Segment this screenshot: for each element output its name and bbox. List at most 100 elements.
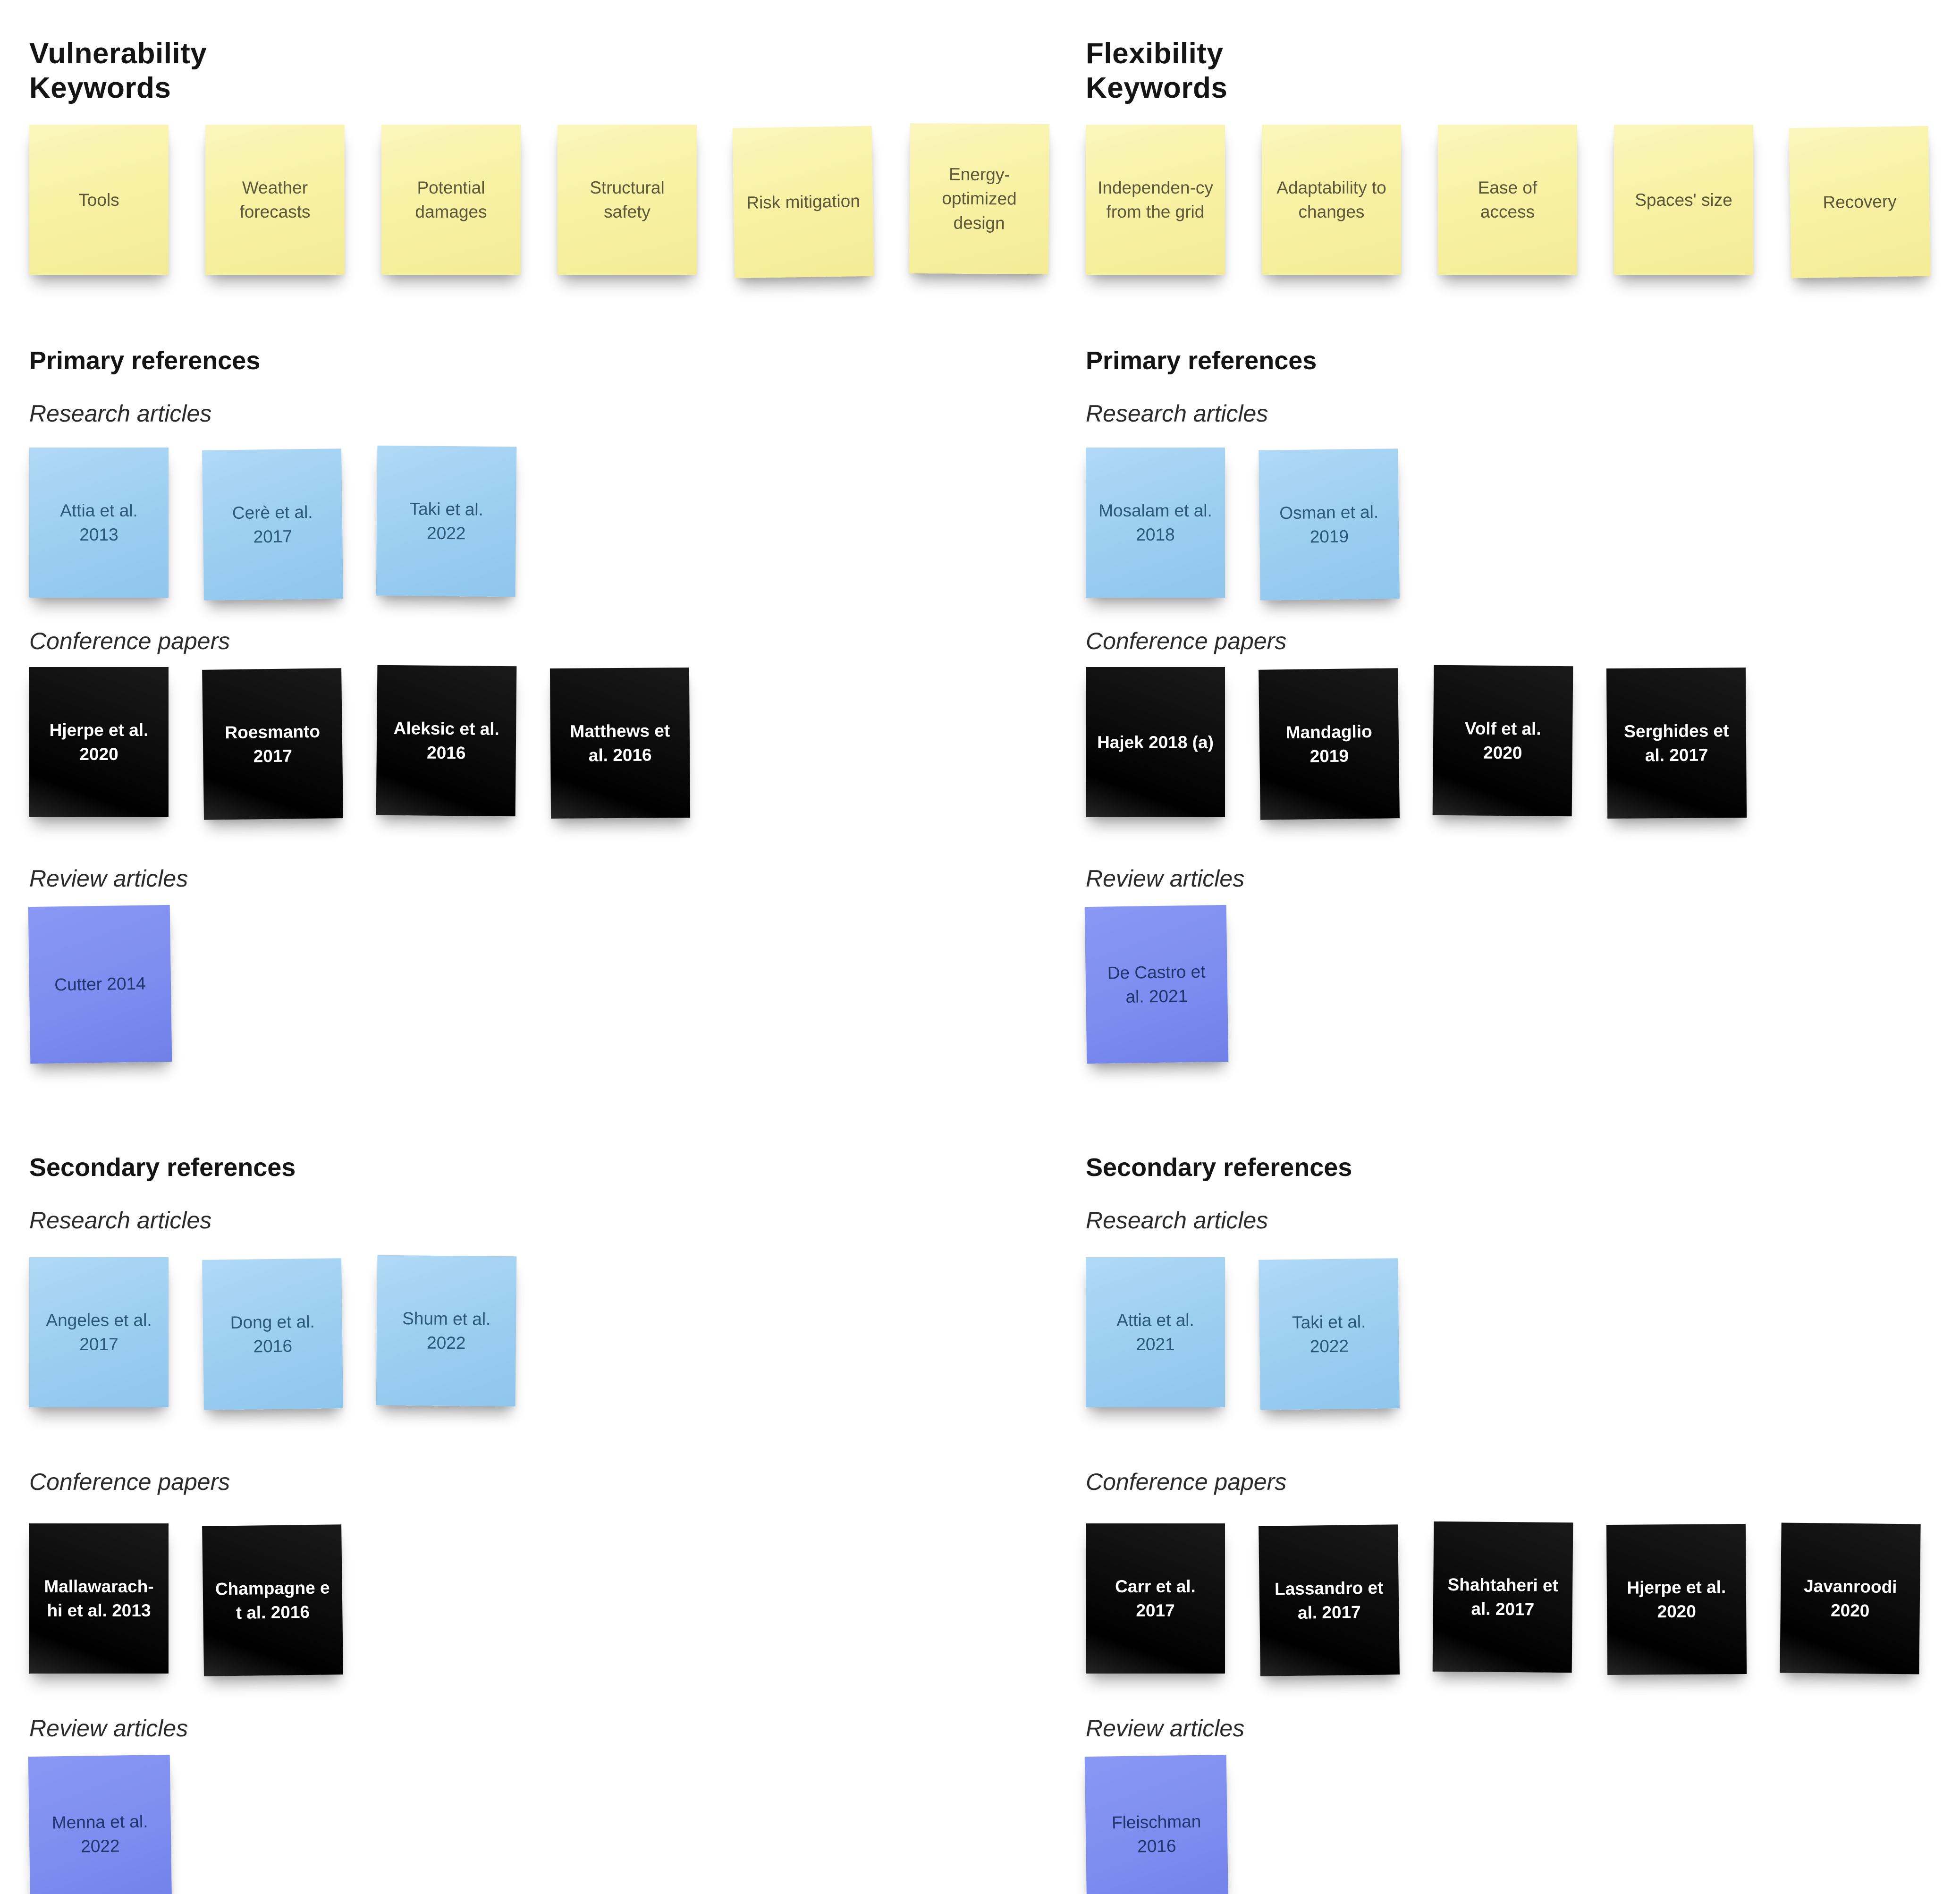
research-articles-label: Research articles bbox=[29, 400, 212, 427]
conference-papers-label: Conference papers bbox=[1086, 1469, 1287, 1496]
research-article-note[interactable]: Osman et al. 2019 bbox=[1259, 448, 1400, 600]
review-notes-row: Cutter 2014 bbox=[28, 905, 1068, 1064]
keyword-sticky-note[interactable]: Recovery bbox=[1789, 126, 1931, 279]
research-article-note[interactable]: Attia et al. 2013 bbox=[29, 448, 169, 598]
research-articles-label: Research articles bbox=[1086, 1207, 1268, 1234]
review-articles-label: Review articles bbox=[1086, 865, 1245, 892]
conference-paper-note[interactable]: Mallawarach-hi et al. 2013 bbox=[29, 1523, 169, 1674]
conference-note-label: Serghides et al. 2017 bbox=[1624, 721, 1729, 765]
research-article-note[interactable]: Mosalam et al. 2018 bbox=[1086, 448, 1225, 598]
conference-note-label: Mallawarach-hi et al. 2013 bbox=[44, 1577, 154, 1621]
conference-note-label: Hjerpe et al. 2020 bbox=[49, 720, 149, 764]
conference-note-label: Matthews et al. 2016 bbox=[570, 721, 670, 765]
keyword-note-label: Potential damages bbox=[415, 178, 487, 222]
research-article-note[interactable]: Taki et al. 2022 bbox=[1259, 1258, 1400, 1410]
research-notes-row: Attia et al. 2013 Cerè et al. 2017 Taki … bbox=[29, 445, 1068, 600]
primary-references-heading: Primary references bbox=[1086, 347, 1317, 375]
review-article-note[interactable]: Cutter 2014 bbox=[28, 905, 172, 1064]
conference-paper-note[interactable]: Serghides et al. 2017 bbox=[1606, 668, 1747, 819]
conference-paper-note[interactable]: Hjerpe et al. 2020 bbox=[1606, 1524, 1747, 1675]
keyword-sticky-note[interactable]: Tools bbox=[29, 125, 169, 275]
review-article-note[interactable]: Fleischman 2016 bbox=[1084, 1754, 1229, 1894]
conference-paper-note[interactable]: Shahtaheri et al. 2017 bbox=[1432, 1521, 1573, 1673]
review-articles-label: Review articles bbox=[29, 865, 188, 892]
keyword-sticky-note[interactable]: Structural safety bbox=[558, 125, 697, 275]
research-note-label: Dong et al. 2016 bbox=[230, 1311, 315, 1356]
conference-note-label: Volf et al. 2020 bbox=[1464, 719, 1541, 763]
research-note-label: Shum et al. 2022 bbox=[402, 1309, 491, 1353]
review-notes-row: Menna et al. 2022 bbox=[28, 1754, 1068, 1894]
conference-paper-note[interactable]: Volf et al. 2020 bbox=[1432, 665, 1573, 817]
research-note-label: Attia et al. 2021 bbox=[1116, 1311, 1194, 1354]
vulnerability-keywords-row: Tools Weather forecasts Potential damage… bbox=[29, 123, 1068, 279]
conference-paper-note[interactable]: Hajek 2018 (a) bbox=[1086, 667, 1225, 818]
research-note-label: Angeles et al. 2017 bbox=[46, 1311, 152, 1354]
research-articles-label: Research articles bbox=[1086, 400, 1268, 427]
conference-paper-note[interactable]: Javanroodi 2020 bbox=[1780, 1522, 1921, 1674]
research-note-label: Attia et al. 2013 bbox=[60, 501, 138, 545]
keyword-sticky-note[interactable]: Adaptability to changes bbox=[1262, 125, 1401, 275]
research-note-label: Osman et al. 2019 bbox=[1279, 502, 1379, 547]
conference-paper-note[interactable]: Hjerpe et al. 2020 bbox=[29, 667, 169, 818]
research-article-note[interactable]: Taki et al. 2022 bbox=[376, 445, 517, 597]
primary-references-heading: Primary references bbox=[29, 347, 261, 375]
research-article-note[interactable]: Attia et al. 2021 bbox=[1086, 1257, 1225, 1408]
conference-note-label: Javanroodi 2020 bbox=[1803, 1576, 1897, 1621]
review-articles-label: Review articles bbox=[29, 1715, 188, 1742]
conference-notes-row: Carr et al. 2017 Lassandro et al. 2017 S… bbox=[1086, 1521, 1950, 1676]
keyword-note-label: Spaces' size bbox=[1635, 190, 1732, 210]
conference-note-label: Lassandro et al. 2017 bbox=[1274, 1578, 1384, 1623]
conference-paper-note[interactable]: Mandaglio 2019 bbox=[1259, 668, 1400, 820]
review-notes-row: Fleischman 2016 bbox=[1084, 1754, 1950, 1894]
review-article-note[interactable]: Menna et al. 2022 bbox=[28, 1754, 172, 1894]
conference-paper-note[interactable]: Lassandro et al. 2017 bbox=[1259, 1524, 1400, 1676]
research-article-note[interactable]: Cerè et al. 2017 bbox=[202, 448, 343, 600]
vulnerability-secondary-section: Secondary references Research articles A… bbox=[28, 1152, 1068, 1894]
keyword-note-label: Recovery bbox=[1823, 192, 1897, 212]
vulnerability-column-title: Vulnerability Keywords bbox=[29, 36, 1068, 105]
research-note-label: Cerè et al. 2017 bbox=[232, 502, 313, 547]
keyword-sticky-note[interactable]: Risk mitigation bbox=[732, 126, 874, 279]
review-note-label: Menna et al. 2022 bbox=[51, 1811, 148, 1856]
conference-paper-note[interactable]: Champagne e t al. 2016 bbox=[202, 1524, 343, 1676]
conference-note-label: Shahtaheri et al. 2017 bbox=[1447, 1574, 1559, 1619]
conference-note-label: Mandaglio 2019 bbox=[1285, 721, 1372, 766]
keyword-sticky-note[interactable]: Spaces' size bbox=[1614, 125, 1753, 275]
research-article-note[interactable]: Shum et al. 2022 bbox=[376, 1255, 517, 1407]
flexibility-keywords-row: Independen-cy from the grid Adaptability… bbox=[1086, 125, 1950, 279]
conference-notes-row: Hjerpe et al. 2020 Roesmanto 2017 Aleksi… bbox=[29, 665, 1068, 820]
conference-notes-row: Mallawarach-hi et al. 2013 Champagne e t… bbox=[29, 1523, 1068, 1676]
research-notes-row: Mosalam et al. 2018 Osman et al. 2019 bbox=[1086, 448, 1950, 600]
review-article-note[interactable]: De Castro et al. 2021 bbox=[1084, 905, 1229, 1064]
keyword-sticky-note[interactable]: Ease of access bbox=[1438, 125, 1577, 275]
research-notes-row: Attia et al. 2021 Taki et al. 2022 bbox=[1086, 1257, 1950, 1410]
research-notes-row: Angeles et al. 2017 Dong et al. 2016 Shu… bbox=[29, 1255, 1068, 1410]
review-articles-label: Review articles bbox=[1086, 1715, 1245, 1742]
review-notes-row: De Castro et al. 2021 bbox=[1084, 905, 1950, 1064]
research-note-label: Taki et al. 2022 bbox=[409, 499, 484, 543]
conference-papers-label: Conference papers bbox=[1086, 628, 1287, 655]
keyword-sticky-note[interactable]: Energy-optimized design bbox=[909, 123, 1050, 275]
flexibility-column-title: Flexibility Keywords bbox=[1086, 36, 1950, 105]
keyword-note-label: Tools bbox=[78, 190, 119, 210]
vulnerability-title-line2: Keywords bbox=[29, 71, 171, 104]
conference-note-label: Roesmanto 2017 bbox=[225, 721, 321, 766]
flexibility-column: Flexibility Keywords Independen-cy from … bbox=[1084, 17, 1950, 1894]
vulnerability-title-line1: Vulnerability bbox=[29, 37, 207, 70]
conference-paper-note[interactable]: Aleksic et al. 2016 bbox=[376, 665, 517, 817]
conference-paper-note[interactable]: Roesmanto 2017 bbox=[202, 668, 343, 820]
conference-note-label: Hajek 2018 (a) bbox=[1097, 732, 1214, 752]
research-note-label: Mosalam et al. 2018 bbox=[1098, 501, 1212, 545]
keyword-sticky-note[interactable]: Independen-cy from the grid bbox=[1086, 125, 1225, 275]
conference-paper-note[interactable]: Matthews et al. 2016 bbox=[549, 668, 691, 819]
conference-paper-note[interactable]: Carr et al. 2017 bbox=[1086, 1523, 1225, 1674]
keyword-note-label: Risk mitigation bbox=[746, 191, 861, 213]
research-article-note[interactable]: Angeles et al. 2017 bbox=[29, 1257, 169, 1408]
research-article-note[interactable]: Dong et al. 2016 bbox=[202, 1258, 343, 1410]
conference-note-label: Carr et al. 2017 bbox=[1115, 1577, 1196, 1621]
conference-notes-row: Hajek 2018 (a) Mandaglio 2019 Volf et al… bbox=[1086, 665, 1950, 820]
flexibility-title-line2: Keywords bbox=[1086, 71, 1228, 104]
keyword-sticky-note[interactable]: Potential damages bbox=[381, 125, 521, 275]
keyword-sticky-note[interactable]: Weather forecasts bbox=[205, 125, 345, 275]
